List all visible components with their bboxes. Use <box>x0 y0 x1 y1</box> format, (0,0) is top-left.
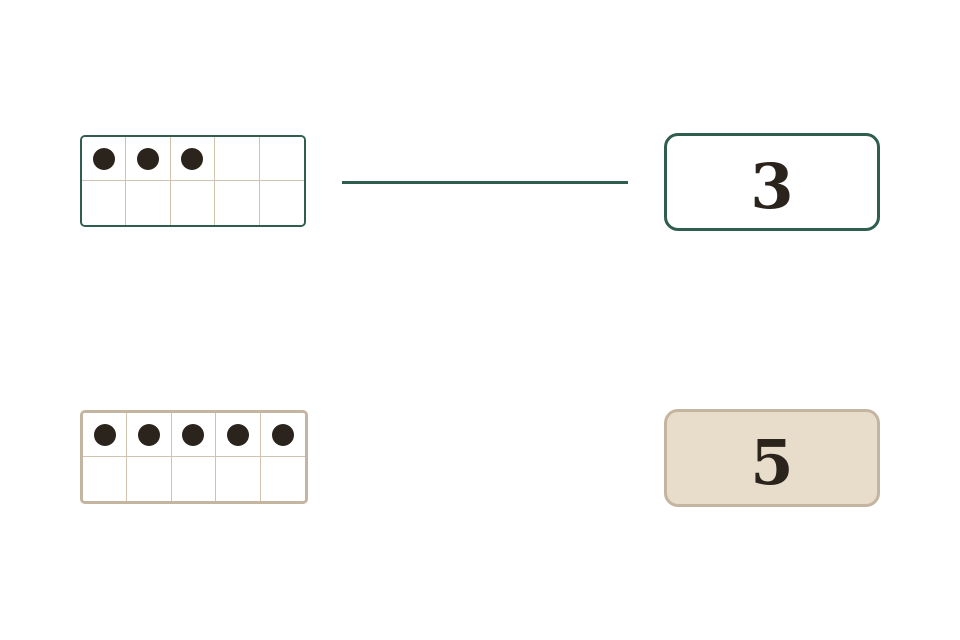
counter-dot <box>182 423 205 446</box>
ten-frame-cell <box>216 457 261 501</box>
ten-frame-cell <box>127 413 172 457</box>
ten-frame-cell <box>127 457 172 501</box>
ten-frame-cell <box>171 413 217 457</box>
ten-frame-cell <box>216 413 261 457</box>
counter-dot <box>271 423 294 446</box>
ten-frame-cell <box>83 457 128 501</box>
ten-frame-cell <box>126 137 171 181</box>
counter-dot <box>226 423 249 446</box>
ten-frame-cell <box>83 413 128 457</box>
counter-dot <box>137 147 160 170</box>
number-card-five[interactable]: 5 <box>664 409 880 507</box>
ten-frame-cell <box>215 181 260 225</box>
counter-dot <box>92 147 115 170</box>
ten-frame-cell <box>82 181 127 225</box>
number-card-three[interactable]: 3 <box>664 133 880 231</box>
match-connector-line <box>342 181 628 184</box>
number-card-label: 5 <box>750 426 794 499</box>
ten-frame-cell <box>170 181 216 225</box>
ten-frame-cell <box>82 137 127 181</box>
ten-frame-cell <box>260 413 305 457</box>
ten-frame-cell <box>215 137 260 181</box>
ten-frame-cell <box>126 181 171 225</box>
ten-frame-cell <box>259 181 304 225</box>
number-card-label: 3 <box>750 150 794 223</box>
ten-frame-three[interactable] <box>80 135 306 227</box>
counter-dot <box>93 423 116 446</box>
ten-frame-five[interactable] <box>80 410 308 504</box>
ten-frame-cell <box>170 137 216 181</box>
ten-frame-cell <box>259 137 304 181</box>
ten-frame-cell <box>260 457 305 501</box>
counter-dot <box>138 423 161 446</box>
counter-dot <box>181 147 204 170</box>
ten-frame-cell <box>171 457 217 501</box>
